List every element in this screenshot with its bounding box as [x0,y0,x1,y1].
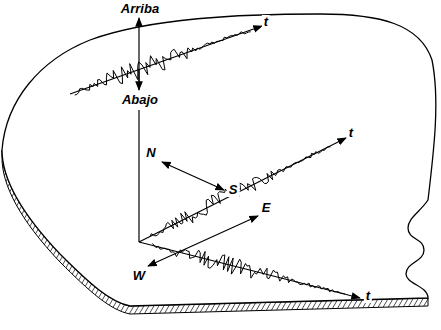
axes [70,18,360,298]
vertical-axis [138,110,139,242]
down-arrow [138,70,139,90]
seismogram-trace [75,32,251,95]
time-label: t [347,126,355,140]
time-axis [139,138,346,242]
time-axis [139,242,360,298]
direction-label: W [131,269,147,283]
seismogram-trace [152,243,345,294]
ground-plate [2,14,436,306]
seismogram-trace [150,147,330,236]
direction-label: Arriba [119,2,161,16]
direction-label: E [260,201,273,215]
ns-axis [162,162,224,190]
direction-label: N [144,146,157,160]
time-axis [70,26,262,94]
direction-label: S [227,183,240,197]
seismograms [75,32,345,294]
time-label: t [364,289,372,303]
direction-label: Abajo [120,93,160,107]
time-label: t [262,15,270,29]
